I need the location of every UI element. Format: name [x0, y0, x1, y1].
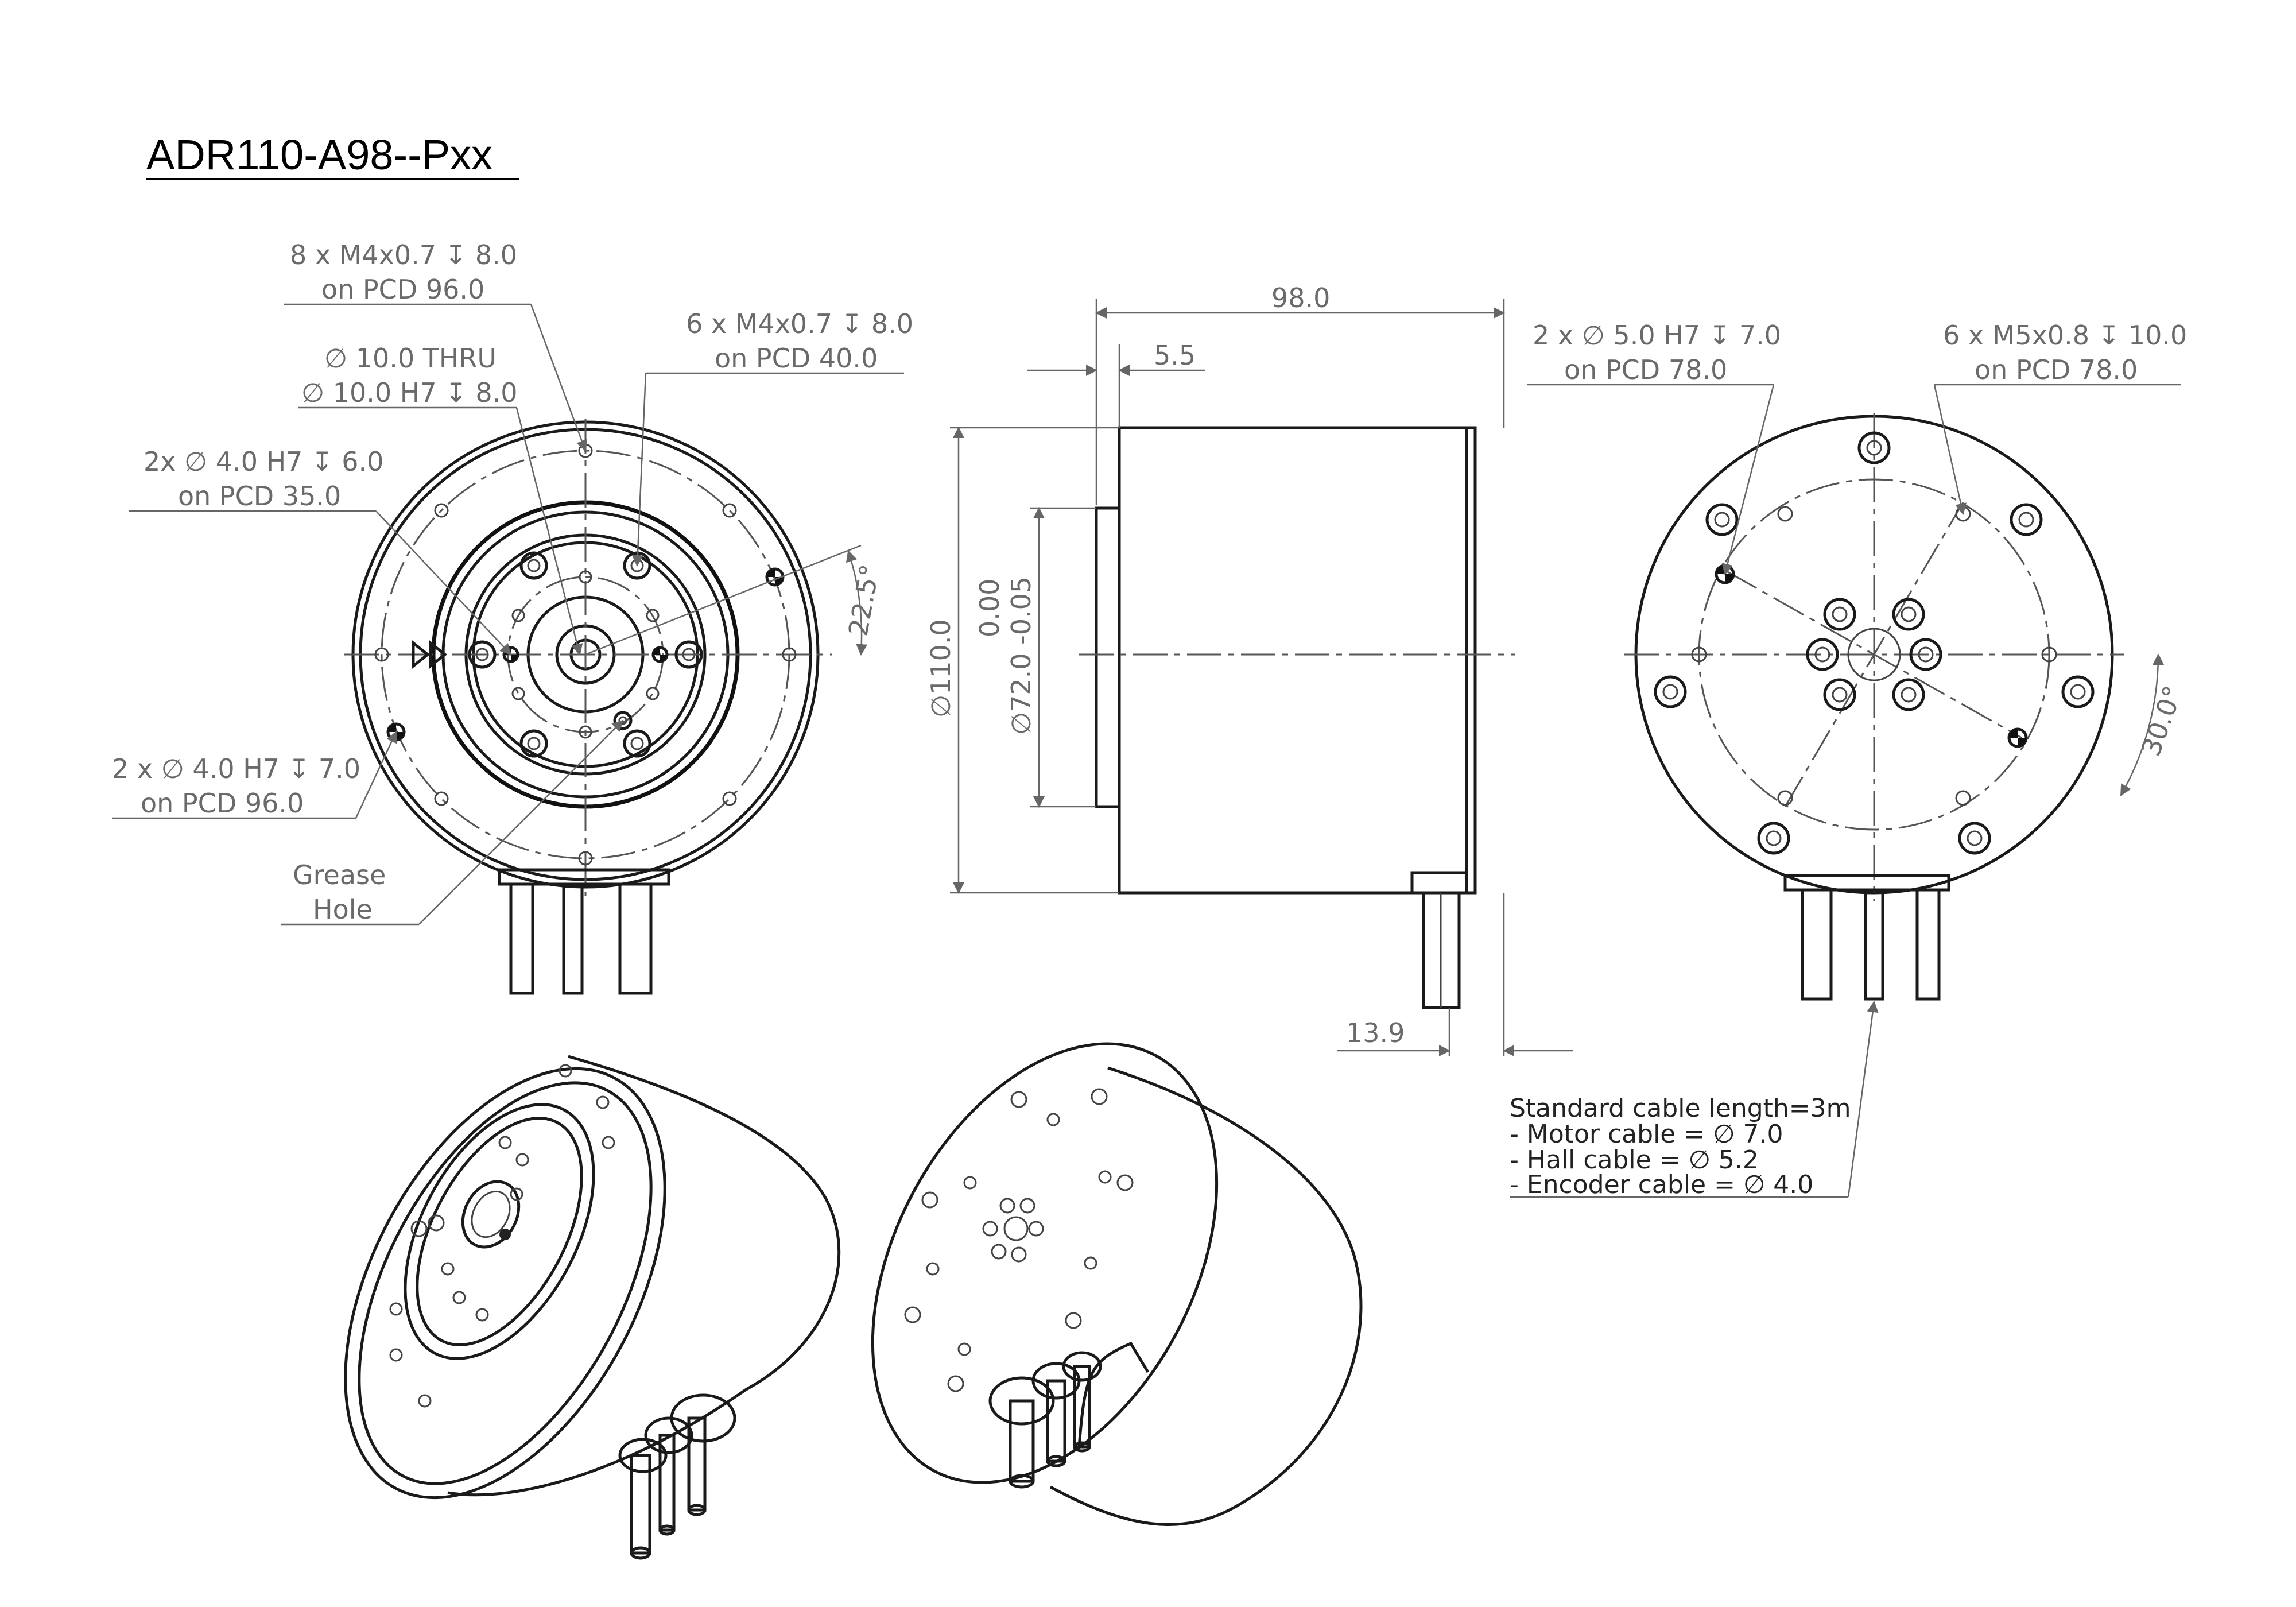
- cable-note-line1: Standard cable length=3m: [1510, 1094, 1851, 1123]
- drawing-title: ADR110-A98--Pxx: [146, 131, 492, 179]
- callout-inner-holes-line2: on PCD 40.0: [715, 343, 878, 374]
- isometric-view-front: [344, 1055, 841, 1560]
- front-leaders: [112, 303, 904, 926]
- inner-threaded-holes: [511, 570, 660, 739]
- front-view: 22.5° 8 x M4x0.7 ↧ 8.0 on PCD 96.0 6 x M…: [112, 239, 913, 995]
- callout-grease-line2: Hole: [313, 894, 373, 925]
- iso1-cables: [618, 1393, 736, 1560]
- rear-callout-pins-line1: 2 x ∅ 5.0 H7 ↧ 7.0: [1533, 320, 1781, 351]
- rear-angle-label: 30.0°: [2135, 681, 2189, 760]
- side-cable-offset-label: 13.9: [1346, 1017, 1405, 1048]
- rear-callout-pins-line2: on PCD 78.0: [1564, 354, 1727, 385]
- callout-inner-pins-line1: 2x ∅ 4.0 H7 ↧ 6.0: [144, 446, 383, 477]
- callout-outer-holes-line2: on PCD 96.0: [321, 274, 484, 305]
- rear-dowel-pins: [1715, 564, 2028, 748]
- iso2-cables: [988, 1351, 1102, 1489]
- front-cable-stubs: [498, 868, 670, 995]
- isometric-view-rear: [871, 1042, 1363, 1527]
- outer-bolt-holes: [374, 443, 797, 866]
- cable-note-line2: - Motor cable = ∅ 7.0: [1510, 1120, 1783, 1149]
- front-angle-label: 22.5°: [843, 562, 886, 638]
- callout-outer-pins-line2: on PCD 96.0: [141, 788, 304, 819]
- side-length-label: 98.0: [1271, 282, 1330, 313]
- cable-note-line3: - Hall cable = ∅ 5.2: [1510, 1145, 1759, 1175]
- side-diameter-label: ∅110.0: [925, 619, 956, 718]
- side-pilot-tolerance-upper: 0.00: [974, 579, 1005, 637]
- side-flange-label: 5.5: [1154, 340, 1196, 371]
- callout-outer-holes-line1: 8 x M4x0.7 ↧ 8.0: [290, 239, 517, 270]
- rear-callout-holes-line2: on PCD 78.0: [1975, 354, 2138, 385]
- cable-note-line4: - Encoder cable = ∅ 4.0: [1510, 1170, 1813, 1199]
- rear-centre-cluster: [1806, 598, 1942, 711]
- rear-view: 30.0° 2 x ∅ 5.0 H7 ↧ 7.0 on PCD 78.0 6 x…: [1527, 320, 2189, 1001]
- callout-inner-pins-line2: on PCD 35.0: [178, 481, 341, 512]
- iso1-holes: [389, 1064, 615, 1408]
- side-view: 98.0 5.5 ∅110.0 0.00 ∅72.0 -0.05 13.9: [925, 282, 1573, 1056]
- callout-outer-pins-line1: 2 x ∅ 4.0 H7 ↧ 7.0: [112, 753, 360, 784]
- cable-note: Standard cable length=3m - Motor cable =…: [1510, 1001, 1879, 1199]
- callout-center-bore-line1: ∅ 10.0 THRU: [324, 343, 497, 374]
- inner-socket-screws: [468, 551, 703, 758]
- iso2-holes: [904, 1088, 1134, 1392]
- callout-grease-line1: Grease: [293, 859, 386, 890]
- rear-outer-screws: [1654, 431, 2095, 855]
- side-pilot-tolerance: ∅72.0 -0.05: [1006, 576, 1037, 735]
- rear-cable-stubs: [1783, 874, 1950, 1001]
- rear-callout-holes-line1: 6 x M5x0.8 ↧ 10.0: [1943, 320, 2187, 351]
- callout-center-bore-line2: ∅ 10.0 H7 ↧ 8.0: [301, 377, 518, 408]
- callout-inner-holes-line1: 6 x M4x0.7 ↧ 8.0: [686, 308, 913, 339]
